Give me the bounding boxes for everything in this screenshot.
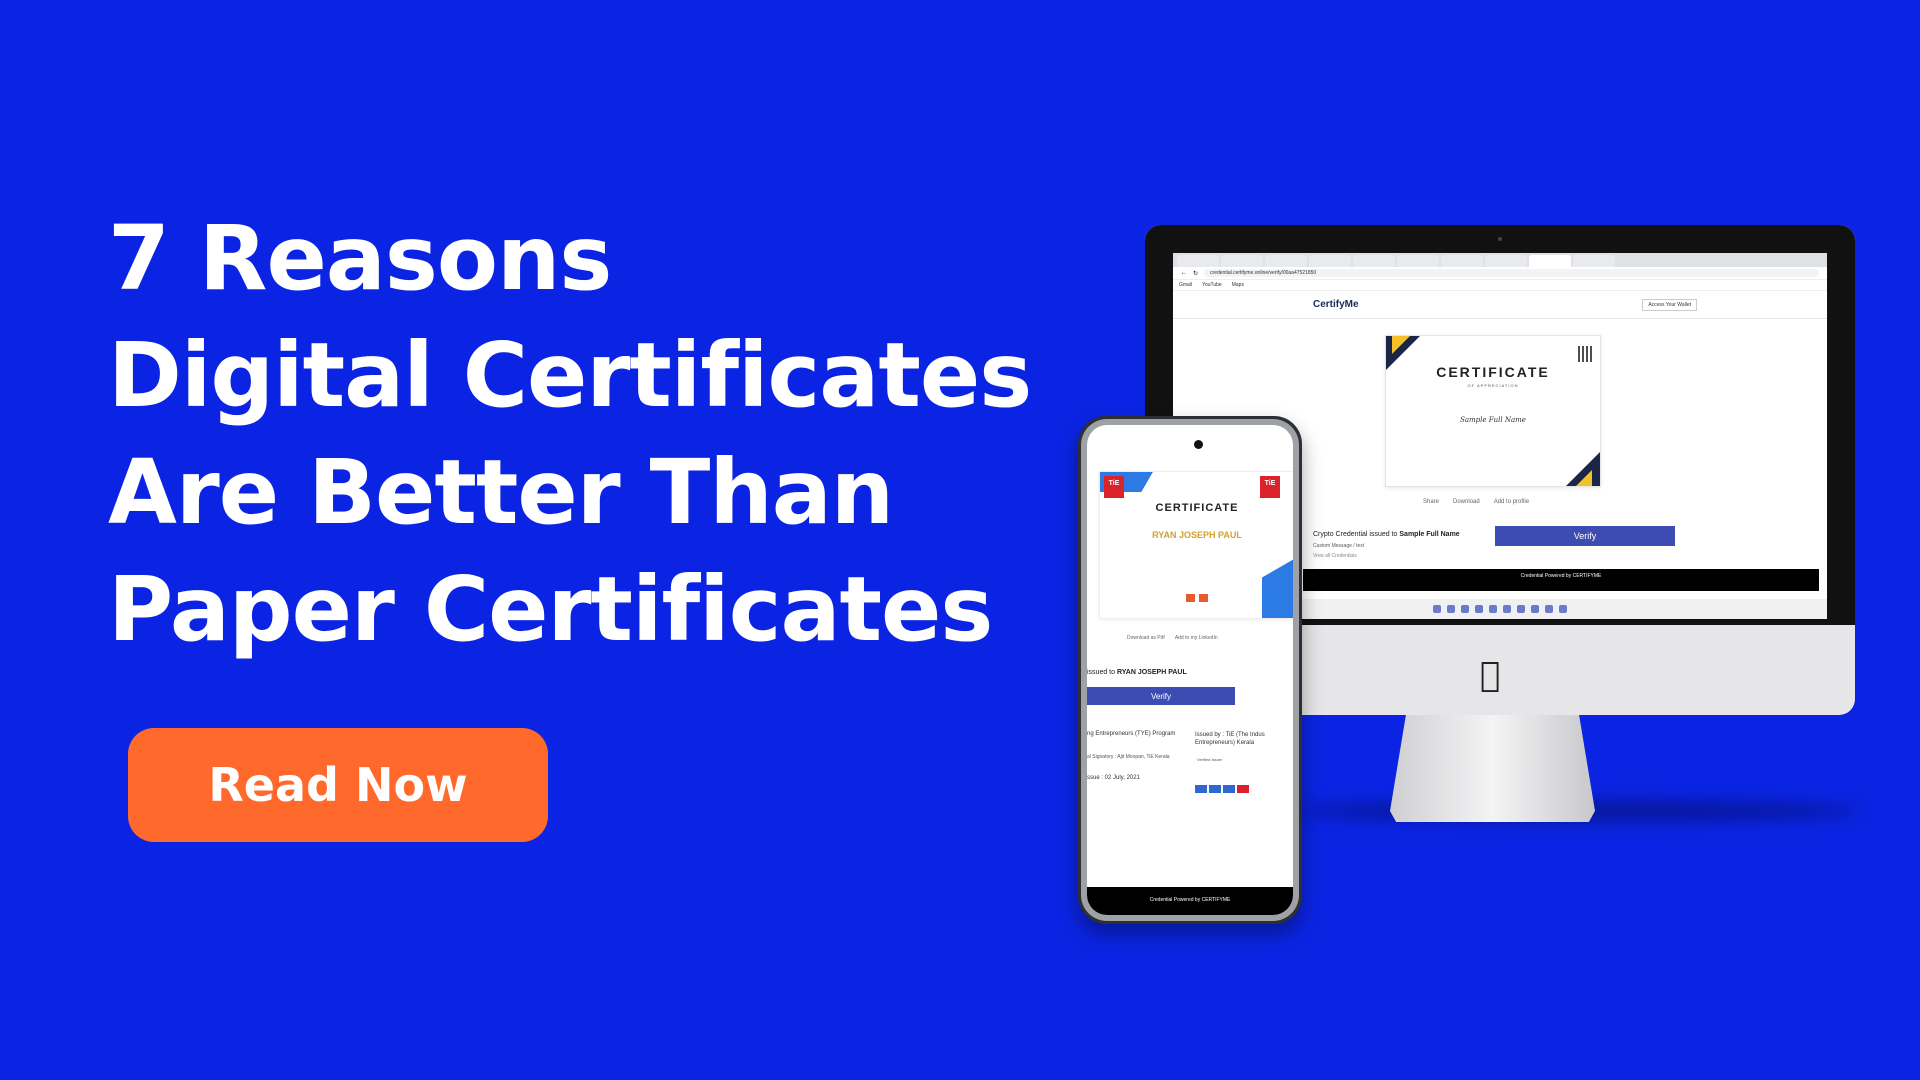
bookmark-maps[interactable]: Maps (1231, 282, 1244, 288)
front-camera-icon (1194, 440, 1203, 449)
download-pdf-link[interactable]: Download as Pdf (1127, 635, 1165, 641)
add-to-profile-link[interactable]: Add to profile (1493, 499, 1530, 505)
view-all-credentials-link[interactable]: View all Credentials (1313, 553, 1357, 559)
phone-mockup: TiE TiE CERTIFICATE RYAN JOSEPH PAUL Dow… (1078, 416, 1302, 924)
address-bar: ← ↻ credential.certifyme.online/verify/0… (1173, 267, 1827, 280)
certificate-title: CERTIFICATE (1155, 502, 1239, 514)
imac-stand (1390, 712, 1595, 822)
taskbar-app-icon[interactable] (1545, 605, 1553, 613)
search-icon[interactable] (1447, 605, 1455, 613)
certifyme-header: CertifyMe Access Your Wallet (1173, 291, 1827, 319)
taskbar-app-icon[interactable] (1531, 605, 1539, 613)
phone-verify-button[interactable]: Verify (1087, 687, 1235, 705)
bookmark-gmail[interactable]: Gmail (1179, 282, 1193, 288)
download-link[interactable]: Download (1453, 499, 1480, 505)
certificate-subtitle: OF APPRECIATION (1467, 383, 1519, 388)
headline-line-4: Paper Certificates (108, 557, 993, 661)
taskbar-app-icon[interactable] (1559, 605, 1567, 613)
browser-tab[interactable] (1397, 255, 1439, 267)
certificate-actions: Share Download Add to profile (1423, 499, 1529, 505)
apple-logo-icon:  (1480, 655, 1500, 695)
certificate-corner-shape (1392, 336, 1410, 354)
tie-logo: TiE (1260, 476, 1280, 498)
phone-cert-actions: Download as Pdf Add to my LinkedIn (1127, 635, 1218, 641)
back-icon[interactable]: ← (1181, 270, 1187, 276)
url-field[interactable]: credential.certifyme.online/verify/00aa4… (1204, 269, 1819, 277)
custom-message: Custom Message / text (1313, 543, 1365, 549)
certificate-signature: Sample Full Name (1460, 416, 1526, 424)
desktop-certificate: CERTIFICATE OF APPRECIATION Sample Full … (1385, 335, 1601, 487)
certificate-corner-shape (1576, 470, 1592, 486)
headline: 7 Reasons Digital Certificates Are Bette… (108, 200, 1068, 668)
browser-tab[interactable] (1309, 255, 1351, 267)
browser-tab-active[interactable] (1529, 255, 1571, 267)
certifyme-logo[interactable]: CertifyMe (1313, 299, 1359, 310)
add-linkedin-link[interactable]: Add to my LinkedIn (1174, 635, 1218, 641)
linkedin-icon[interactable] (1195, 785, 1207, 793)
headline-line-2: Digital Certificates (108, 323, 1032, 427)
verified-issuer-badge: Verified Issuer (1197, 757, 1223, 762)
taskbar-app-icon[interactable] (1517, 605, 1525, 613)
facebook-icon[interactable] (1209, 785, 1221, 793)
bookmarks-bar: Gmail YouTube Maps (1173, 280, 1827, 291)
taskbar-app-icon[interactable] (1461, 605, 1469, 613)
twitter-icon[interactable] (1223, 785, 1235, 793)
sponsor-logos (1100, 594, 1293, 602)
sponsor-logo-icon (1186, 594, 1195, 602)
taskbar-app-icon[interactable] (1475, 605, 1483, 613)
taskbar-app-icon[interactable] (1489, 605, 1497, 613)
issue-date: ssue : 02 July, 2021 (1087, 775, 1140, 781)
access-wallet-button[interactable]: Access Your Wallet (1642, 298, 1697, 311)
phone-certificate: TiE TiE CERTIFICATE RYAN JOSEPH PAUL (1099, 471, 1293, 619)
reload-icon[interactable]: ↻ (1193, 270, 1199, 277)
read-now-button[interactable]: Read Now (128, 728, 548, 842)
share-buttons (1195, 785, 1249, 793)
issued-by: Issued by : TiE (The Indus Entrepreneurs… (1195, 732, 1265, 746)
credential-line: Crypto Credential issued to Sample Full … (1313, 531, 1460, 538)
browser-tab[interactable] (1265, 255, 1307, 267)
browser-tabs (1173, 253, 1827, 267)
certificate-corner-shape (1262, 554, 1293, 618)
issued-prefix: issued to (1087, 669, 1117, 676)
desktop-footer: Credential Powered by CERTIFYME (1303, 569, 1819, 591)
browser-tab[interactable] (1485, 255, 1527, 267)
sponsor-logo-icon (1199, 594, 1208, 602)
signatory: al Signatory : Ajit Moopan, TiE Kerala (1087, 754, 1170, 760)
browser-tab[interactable] (1573, 255, 1615, 267)
program-name: ng Entrepreneurs (TYE) Program (1087, 731, 1176, 737)
browser-tab[interactable] (1221, 255, 1263, 267)
issued-name: RYAN JOSEPH PAUL (1116, 669, 1187, 676)
phone-screen: TiE TiE CERTIFICATE RYAN JOSEPH PAUL Dow… (1087, 425, 1293, 915)
windows-start-icon[interactable] (1433, 605, 1441, 613)
credential-name: Sample Full Name (1399, 531, 1460, 538)
browser-tab[interactable] (1441, 255, 1483, 267)
headline-line-1: 7 Reasons (108, 206, 612, 310)
phone-footer: Credential Powered by CERTIFYME (1087, 887, 1293, 915)
camera-icon (1498, 237, 1502, 241)
share-link[interactable]: Share (1423, 499, 1440, 505)
taskbar (1173, 599, 1827, 619)
issued-line: issued to RYAN JOSEPH PAUL (1087, 669, 1187, 676)
certificate-title: CERTIFICATE (1436, 364, 1550, 380)
browser-tab[interactable] (1177, 255, 1219, 267)
taskbar-app-icon[interactable] (1503, 605, 1511, 613)
pinterest-icon[interactable] (1237, 785, 1249, 793)
headline-line-3: Are Better Than (108, 440, 894, 544)
browser-tab[interactable] (1353, 255, 1395, 267)
credential-prefix: Crypto Credential issued to (1313, 531, 1400, 538)
certificate-recipient: RYAN JOSEPH PAUL (1152, 530, 1242, 540)
tie-logo: TiE (1104, 476, 1124, 498)
qr-code-icon (1578, 346, 1594, 362)
verify-button[interactable]: Verify (1495, 526, 1675, 546)
bookmark-youtube[interactable]: YouTube (1202, 282, 1222, 288)
